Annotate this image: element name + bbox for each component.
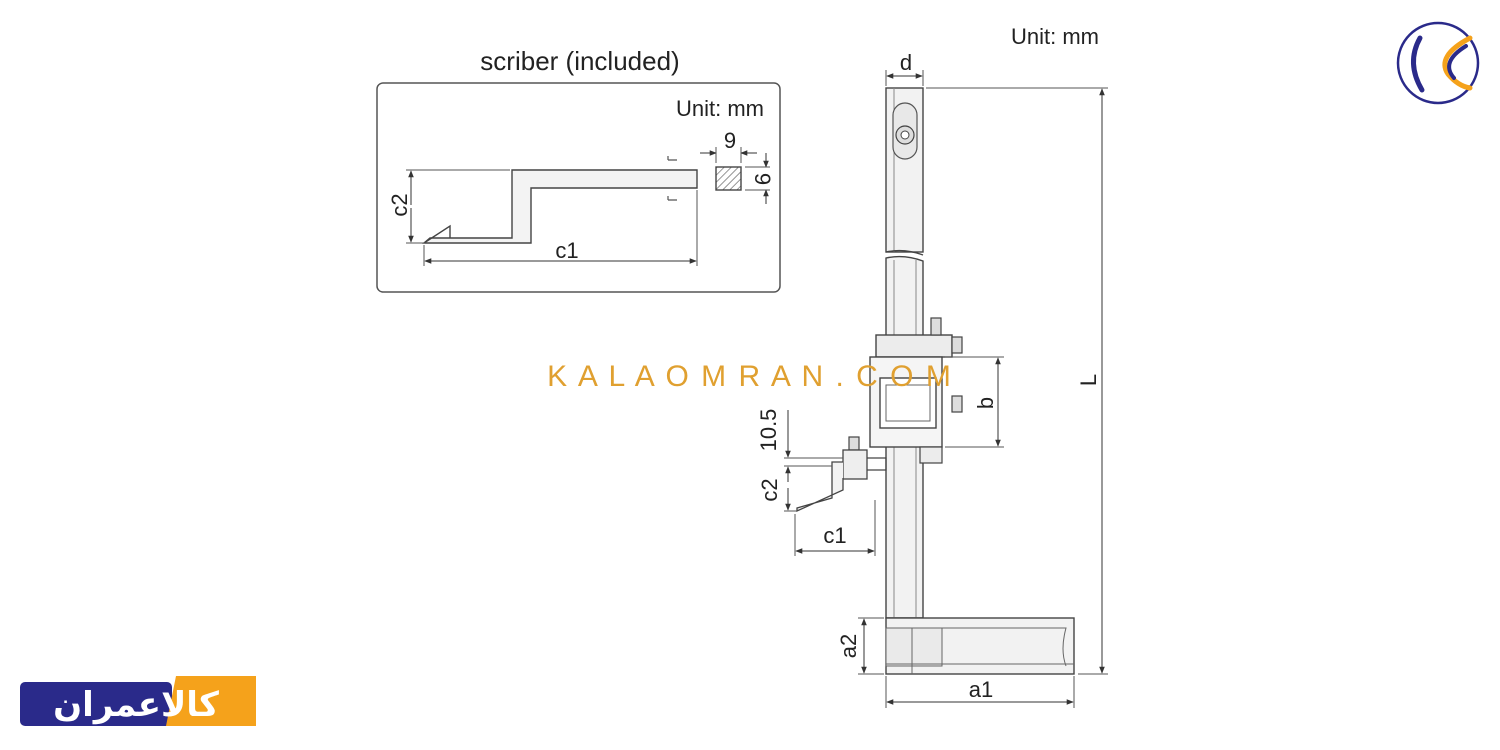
gauge-dim-d: d: [900, 50, 912, 75]
scriber-unit-label: Unit: mm: [676, 96, 764, 121]
scriber-title: scriber (included): [480, 46, 679, 76]
brand-wordmark-orange: [166, 676, 256, 726]
scriber-outline: [422, 169, 698, 244]
gauge-dim-10-5: 10.5: [756, 409, 781, 452]
brand-wordmark-navy: [20, 682, 172, 726]
section-marker-top: [667, 156, 677, 161]
gauge-scriber: [796, 461, 844, 513]
brand-wordmark-text: کالاعمران: [53, 685, 219, 725]
gauge-dim-L: L: [1076, 374, 1101, 386]
brand-wordmark-logo: کالاعمران: [20, 676, 256, 726]
scriber-dim-height: 9: [750, 173, 775, 185]
side-screw-bottom-icon: [951, 395, 963, 413]
gauge-unit-label: Unit: mm: [1011, 24, 1099, 49]
gauge-dim-c1: c1: [823, 523, 846, 548]
scriber-dim-c2: c2: [387, 193, 412, 216]
scriber-dim-width: 9: [724, 128, 736, 153]
vernier-window: [879, 377, 937, 429]
gauge-dim-a1: a1: [969, 677, 993, 702]
scriber-clamp: [842, 449, 868, 480]
gauge-dim-c2: c2: [757, 478, 782, 501]
scriber-panel: scriber (included) Unit: mm 9 9 c2: [376, 46, 781, 293]
height-gauge: Unit: mm: [756, 24, 1108, 708]
clamp-knob-icon: [848, 436, 860, 451]
section-marker-bottom: [667, 196, 677, 201]
scriber-section: [715, 166, 742, 191]
slider-clamp-screw-icon: [930, 317, 942, 336]
gauge-dim-b: b: [973, 397, 998, 409]
beam-break-top: [885, 249, 924, 256]
side-screw-top-icon: [951, 336, 963, 354]
scriber-tip: [423, 224, 451, 244]
gauge-dim-a2: a2: [836, 634, 861, 658]
scriber-frame: [376, 82, 781, 293]
slider-top-bar: [875, 334, 953, 358]
scriber-dim-c1: c1: [555, 238, 578, 263]
watermark-text: K A L A O M R A N . C O M: [547, 360, 953, 393]
brand-circle-logo: [1396, 21, 1480, 105]
